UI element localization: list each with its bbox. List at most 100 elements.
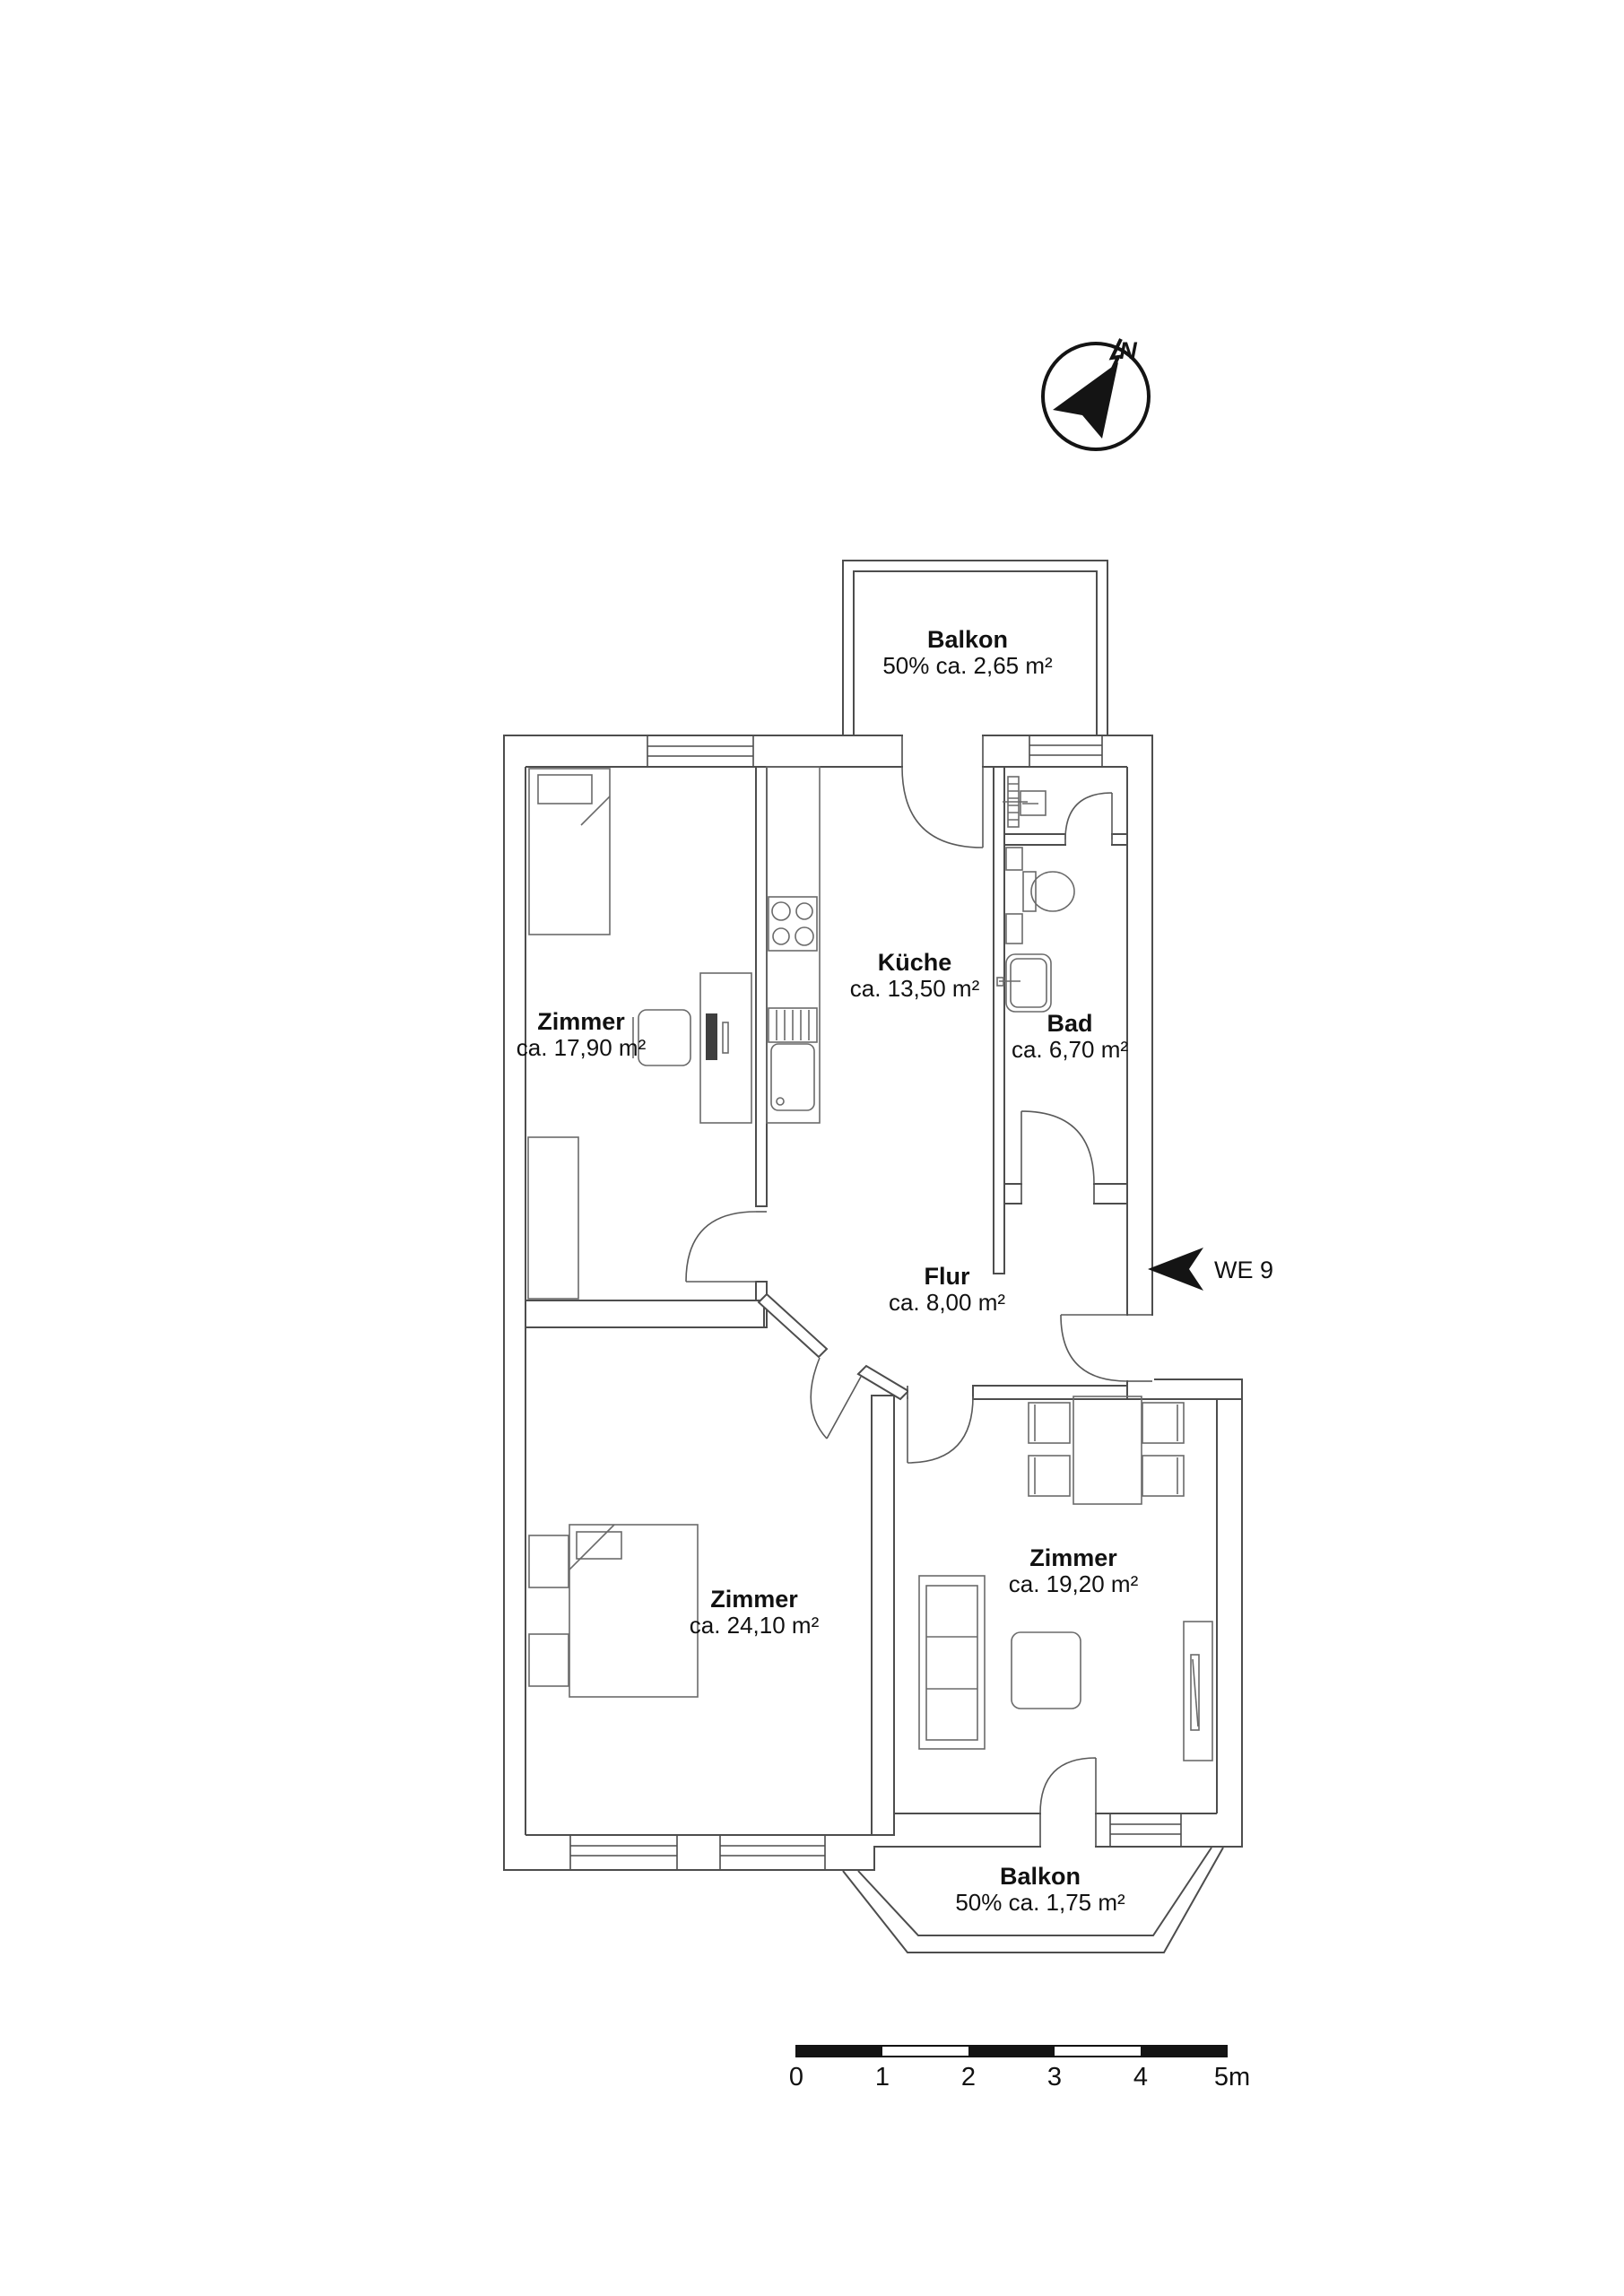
entrance-label: WE 9 xyxy=(1214,1257,1273,1283)
wall-zimmer-nw-sw xyxy=(525,1300,765,1328)
balcony-top-inner-wall xyxy=(853,570,1098,735)
wall-zimmer-sw-se xyxy=(871,1395,895,1836)
balcony-bottom-inner-wall xyxy=(857,1847,1212,1936)
north-arrow-icon xyxy=(1053,362,1118,439)
furniture-zimmer-sw xyxy=(528,1524,699,1698)
scale-label-5: 5m xyxy=(1214,2063,1250,2092)
stove-icon xyxy=(768,896,818,952)
label-zimmer-se-name: Zimmer xyxy=(1029,1544,1117,1571)
door-bad xyxy=(1020,1110,1095,1185)
opening-entrance xyxy=(1125,1316,1154,1380)
kitchen-sink-icon xyxy=(770,1043,815,1111)
opening-bad-door xyxy=(1022,1182,1093,1205)
compass-north-label: N xyxy=(1119,337,1137,364)
scale-label-0: 0 xyxy=(789,2063,803,2092)
entrance-marker: WE 9 xyxy=(1148,1248,1273,1291)
label-zimmer-sw-area: ca. 24,10 m² xyxy=(690,1612,820,1639)
window-zimmer-nw-top xyxy=(647,735,754,768)
dining-chair-icon xyxy=(1142,1455,1185,1497)
label-balkon-top-area: 50% ca. 2,65 m² xyxy=(882,652,1053,679)
coffee-table-icon xyxy=(1011,1631,1081,1709)
blanket-fold-icon xyxy=(580,796,611,826)
bath-cabinet-icon xyxy=(1005,913,1023,944)
double-bed-icon xyxy=(569,1524,699,1698)
drainer-icon xyxy=(768,1007,818,1043)
pillow-icon xyxy=(576,1531,622,1560)
single-bed-icon xyxy=(528,768,611,935)
scale-label-4: 4 xyxy=(1133,2063,1148,2092)
dining-chair-icon xyxy=(1028,1402,1071,1444)
label-kueche-name: Küche xyxy=(878,949,952,976)
opening-balcony-door-top xyxy=(903,734,982,769)
entrance-arrow-icon xyxy=(1148,1248,1203,1291)
window-zimmer-se-bottom xyxy=(1109,1813,1182,1848)
window-zimmer-sw-left xyxy=(569,1834,678,1871)
washbasin-icon xyxy=(996,953,1052,1013)
opening-caps-bad xyxy=(1020,1184,1095,1204)
dining-chair-icon xyxy=(1142,1402,1185,1444)
scale-label-3: 3 xyxy=(1047,2063,1062,2092)
opening-caps-zimmer-nw xyxy=(756,1211,767,1283)
label-zimmer-sw-name: Zimmer xyxy=(710,1586,798,1613)
nightstand-icon xyxy=(528,1535,569,1588)
opening-balcony-door-bottom xyxy=(1041,1812,1095,1848)
balcony-bottom-structure xyxy=(842,1847,1224,1953)
scale-bar-segment xyxy=(1141,2046,1227,2057)
label-balkon-bottom-name: Balkon xyxy=(1000,1863,1081,1890)
label-flur-area: ca. 8,00 m² xyxy=(889,1289,1005,1316)
label-balkon-top-name: Balkon xyxy=(927,626,1008,653)
north-arrow-tail-icon xyxy=(1107,338,1123,377)
wall-step-right xyxy=(1126,1378,1243,1400)
scale-bar-segment xyxy=(968,2046,1055,2057)
window-bad-top xyxy=(1029,735,1103,768)
dining-chair-icon xyxy=(1028,1455,1071,1497)
wall-kueche-bad xyxy=(993,766,1005,1274)
balcony-top-structure xyxy=(842,560,1108,735)
scale-label-1: 1 xyxy=(875,2063,890,2092)
windows xyxy=(569,735,1182,1871)
furniture-zimmer-se xyxy=(918,1396,1213,1761)
label-flur-name: Flur xyxy=(925,1263,970,1290)
label-zimmer-nw-name: Zimmer xyxy=(537,1008,625,1035)
door-openings xyxy=(754,734,1154,1848)
opening-caps-balcony-bottom xyxy=(1039,1813,1097,1847)
scale-bar-segment xyxy=(796,2046,882,2057)
label-kueche-area: ca. 13,50 m² xyxy=(850,975,980,1002)
tv-board-icon xyxy=(1183,1621,1213,1761)
monitor-icon xyxy=(722,1022,729,1054)
opening-zimmer-nw-door xyxy=(754,1213,769,1281)
nightstand-icon xyxy=(528,1633,569,1687)
desk-icon xyxy=(699,972,752,1124)
door-balcony-bottom xyxy=(1039,1757,1097,1814)
furniture-kueche xyxy=(766,766,821,1124)
room-labels: Balkon 50% ca. 2,65 m² Zimmer ca. 17,90 … xyxy=(517,626,1139,1916)
label-balkon-bottom-area: 50% ca. 1,75 m² xyxy=(955,1889,1125,1916)
door-zimmer-se xyxy=(907,1396,974,1464)
furniture-bad xyxy=(996,776,1075,1013)
door-zimmer-sw xyxy=(810,1357,862,1439)
wall-zimmer-kueche xyxy=(755,766,768,1207)
scale-label-2: 2 xyxy=(961,2063,976,2092)
interior-walls xyxy=(525,766,1243,1836)
label-bad-area: ca. 6,70 m² xyxy=(1012,1036,1128,1063)
boiler-icon xyxy=(1020,790,1046,816)
sofa-icon xyxy=(918,1575,986,1750)
compass-circle-icon xyxy=(1041,342,1151,451)
door-zimmer-nw xyxy=(685,1211,757,1283)
door-balcony-top xyxy=(901,766,984,848)
label-zimmer-nw-area: ca. 17,90 m² xyxy=(517,1034,647,1061)
label-bad-name: Bad xyxy=(1046,1010,1092,1037)
window-zimmer-sw-right xyxy=(719,1834,826,1871)
door-swings xyxy=(685,766,1128,1814)
dining-table-icon xyxy=(1073,1396,1142,1505)
toilet-icon xyxy=(1022,871,1075,912)
keyboard-icon xyxy=(706,1013,717,1060)
door-entrance xyxy=(1060,1314,1128,1382)
label-zimmer-se-area: ca. 19,20 m² xyxy=(1009,1570,1139,1597)
door-bad-inner xyxy=(1064,792,1113,840)
wall-diagonal-flur-sw xyxy=(757,1292,829,1359)
scale-bar: 0 1 2 3 4 5m xyxy=(789,2045,1250,2092)
compass-rose: N xyxy=(1041,337,1151,451)
